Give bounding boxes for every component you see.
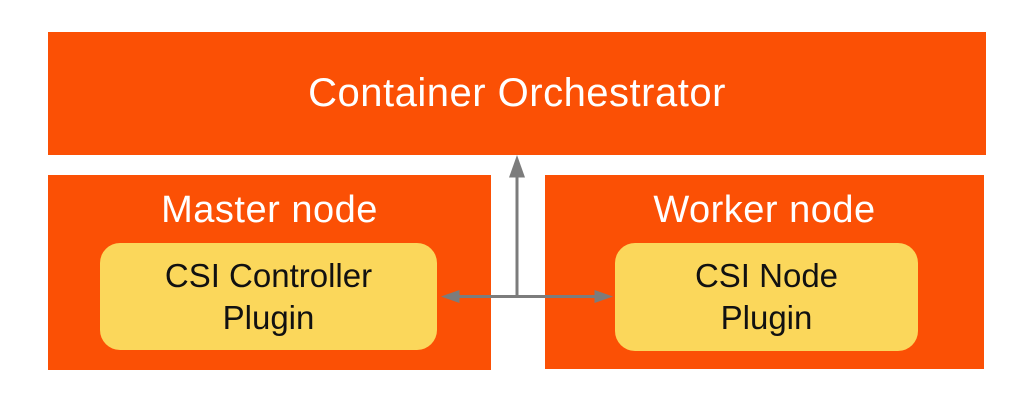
master-node-box: Master node CSI Controller Plugin — [48, 175, 491, 370]
csi-controller-plugin-box: CSI Controller Plugin — [100, 243, 437, 350]
worker-node-box: Worker node CSI Node Plugin — [545, 175, 984, 369]
container-orchestrator-box: Container Orchestrator — [48, 32, 986, 155]
csi-node-plugin-label-line1: CSI Node — [694, 257, 839, 294]
csi-controller-plugin-label-line1: CSI Controller — [164, 256, 373, 294]
worker-node-label: Worker node — [653, 189, 876, 231]
master-node-label: Master node — [161, 189, 378, 231]
csi-node-plugin-box: CSI Node Plugin — [615, 243, 918, 351]
orchestrator-up-arrow — [509, 155, 525, 297]
container-orchestrator-label: Container Orchestrator — [308, 71, 726, 115]
csi-controller-plugin-label-line2: Plugin — [222, 298, 315, 336]
csi-node-plugin-label-line2: Plugin — [720, 299, 813, 336]
